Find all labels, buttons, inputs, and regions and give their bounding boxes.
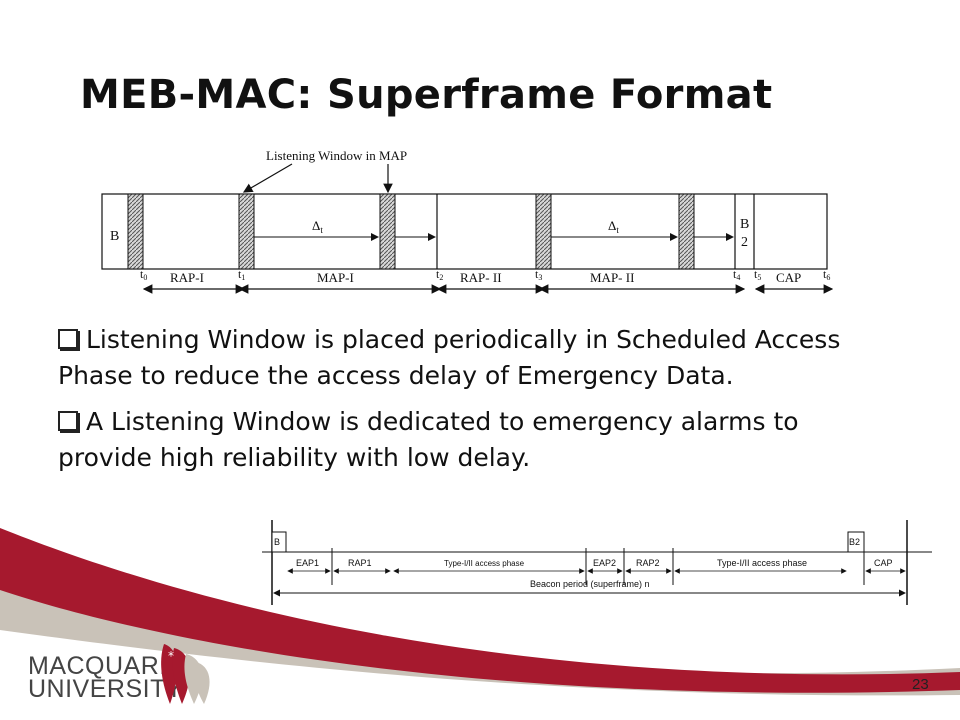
beacon-b2-label: B2 xyxy=(849,537,860,547)
svg-text:*: * xyxy=(168,649,174,663)
time-mark-t4: t4 xyxy=(733,267,740,282)
time-mark-t1: t1 xyxy=(238,267,245,282)
delta-label-2: Δt xyxy=(608,218,619,235)
beacon-b-label: B xyxy=(274,537,280,547)
logo-text-macquarie: MACQUARIE xyxy=(28,652,184,680)
segment-type1: Type-I/II access phase xyxy=(444,559,525,568)
bullet-list: Listening Window is placed periodically … xyxy=(58,322,898,486)
beacon-b-box xyxy=(271,531,287,553)
checkbox-bullet-icon xyxy=(58,411,78,431)
segment-rap1: RAP1 xyxy=(348,558,372,568)
segment-eap2: EAP2 xyxy=(593,558,616,568)
slide-title: MEB-MAC: Superframe Format xyxy=(80,72,773,118)
segment-rap2: RAP2 xyxy=(636,558,660,568)
hatch-window-3 xyxy=(379,193,396,270)
time-mark-t2: t2 xyxy=(436,267,443,282)
phase-label-map2: MAP- II xyxy=(590,270,634,285)
time-mark-t3: t3 xyxy=(535,267,542,282)
delta-label-1: Δt xyxy=(312,218,323,235)
beacon-label-b2-top: B xyxy=(740,217,749,232)
footer-red-swoosh xyxy=(0,528,960,693)
footer-swoosh xyxy=(0,528,960,720)
segment-type2: Type-I/II access phase xyxy=(717,558,807,568)
hatch-window-5 xyxy=(678,193,695,270)
time-mark-t0: t0 xyxy=(140,267,147,282)
phase-label-rap1: RAP-I xyxy=(170,270,204,285)
callout-label: Listening Window in MAP xyxy=(266,148,407,163)
hatch-window-2 xyxy=(238,193,255,270)
time-mark-t6: t6 xyxy=(823,267,830,282)
phase-label-cap: CAP xyxy=(776,270,801,285)
bullet-item: A Listening Window is dedicated to emerg… xyxy=(58,407,799,472)
logo-text-university: UNIVERSITY xyxy=(28,675,184,703)
superframe-box xyxy=(101,193,828,270)
university-crest-icon: * xyxy=(161,644,210,704)
phase-label-map1: MAP-I xyxy=(317,270,354,285)
callout-arrow-left xyxy=(242,163,293,193)
segment-cap: CAP xyxy=(874,558,893,568)
beacon-period-label: Beacon period (superframe) n xyxy=(530,579,650,589)
superframe-diagram: Listening Window in MAP B B 2 Δt Δt t0 t… xyxy=(101,148,834,294)
hatch-window-4 xyxy=(535,193,552,270)
phase-label-rap2: RAP- II xyxy=(460,270,502,285)
bullet-item: Listening Window is placed periodically … xyxy=(58,325,841,390)
beacon-period-diagram: B B2 EAP1 RAP1 Type-I/II access phase EA… xyxy=(262,520,932,605)
time-mark-t5: t5 xyxy=(754,267,761,282)
beacon-label-b: B xyxy=(110,229,119,244)
checkbox-bullet-icon xyxy=(58,329,78,349)
footer-white-band xyxy=(0,630,960,720)
segment-eap1: EAP1 xyxy=(296,558,319,568)
beacon-b2-box xyxy=(847,531,865,553)
page-number: 23 xyxy=(912,676,929,693)
hatch-window-1 xyxy=(127,193,144,270)
beacon-label-b2-bottom: 2 xyxy=(741,235,748,250)
